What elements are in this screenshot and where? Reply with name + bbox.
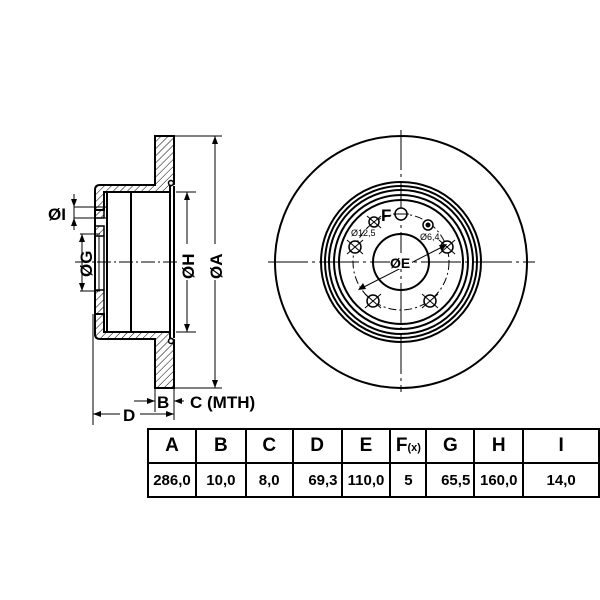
- bolt-hole: [421, 293, 439, 309]
- bolt-hole: [346, 239, 364, 255]
- value-f: 5: [389, 462, 428, 498]
- label-d: D: [123, 406, 135, 425]
- header-d: D: [291, 428, 343, 464]
- dimension-d: D: [92, 314, 174, 425]
- spec-table: A B C D E F(x) G H I 286,0 10,0 8,0 69,3…: [147, 428, 600, 498]
- value-d: 69,3: [291, 462, 343, 498]
- hat-face-lower: [94, 289, 105, 315]
- header-f: F(x): [389, 428, 428, 464]
- bolt-hole: [364, 293, 382, 309]
- bolt-hole: [438, 239, 456, 255]
- side-view-section: [75, 135, 185, 389]
- small-hole-threaded: [422, 219, 434, 231]
- value-g: 65,5: [425, 462, 476, 498]
- value-c: 8,0: [244, 462, 294, 498]
- bolt-hole: [393, 207, 409, 221]
- dimension-dia-g: ØG: [77, 233, 100, 292]
- label-hole-dia-small: Ø6,4: [420, 232, 440, 242]
- front-view: ØE F Ø12,5 Ø6,4: [268, 130, 535, 392]
- small-hole: [366, 215, 382, 229]
- hat-face-upper: [94, 209, 105, 219]
- label-dia-e: ØE: [390, 255, 410, 271]
- label-dia-a: ØA: [207, 254, 226, 280]
- dimension-b-c: B C (MTH): [134, 388, 255, 420]
- value-h: 160,0: [473, 462, 525, 498]
- header-i: I: [522, 428, 600, 464]
- header-g: G: [425, 428, 476, 464]
- label-c-mth: C (MTH): [190, 393, 255, 412]
- label-dia-g: ØG: [77, 251, 96, 277]
- section-bottom: [94, 313, 175, 389]
- label-b: B: [157, 393, 169, 412]
- dimension-dia-i: ØI: [48, 194, 108, 230]
- value-i: 14,0: [522, 462, 600, 498]
- spec-header-row: A B C D E F(x) G H I: [147, 428, 600, 464]
- header-h: H: [473, 428, 525, 464]
- header-b: B: [194, 428, 247, 464]
- label-hole-dia-large: Ø12,5: [351, 228, 376, 238]
- value-a: 286,0: [147, 462, 197, 498]
- label-dia-i: ØI: [48, 205, 66, 224]
- value-b: 10,0: [194, 462, 247, 498]
- spec-value-row: 286,0 10,0 8,0 69,3 110,0 5 65,5 160,0 1…: [147, 462, 600, 498]
- label-f: F: [381, 206, 391, 225]
- header-e: E: [340, 428, 392, 464]
- dimension-dia-a: ØA: [174, 135, 226, 389]
- value-e: 110,0: [340, 462, 392, 498]
- header-a: A: [147, 428, 197, 464]
- section-top: [94, 135, 175, 211]
- label-dia-h: ØH: [179, 254, 198, 280]
- header-c: C: [244, 428, 294, 464]
- dimension-dia-h: ØH: [176, 191, 198, 333]
